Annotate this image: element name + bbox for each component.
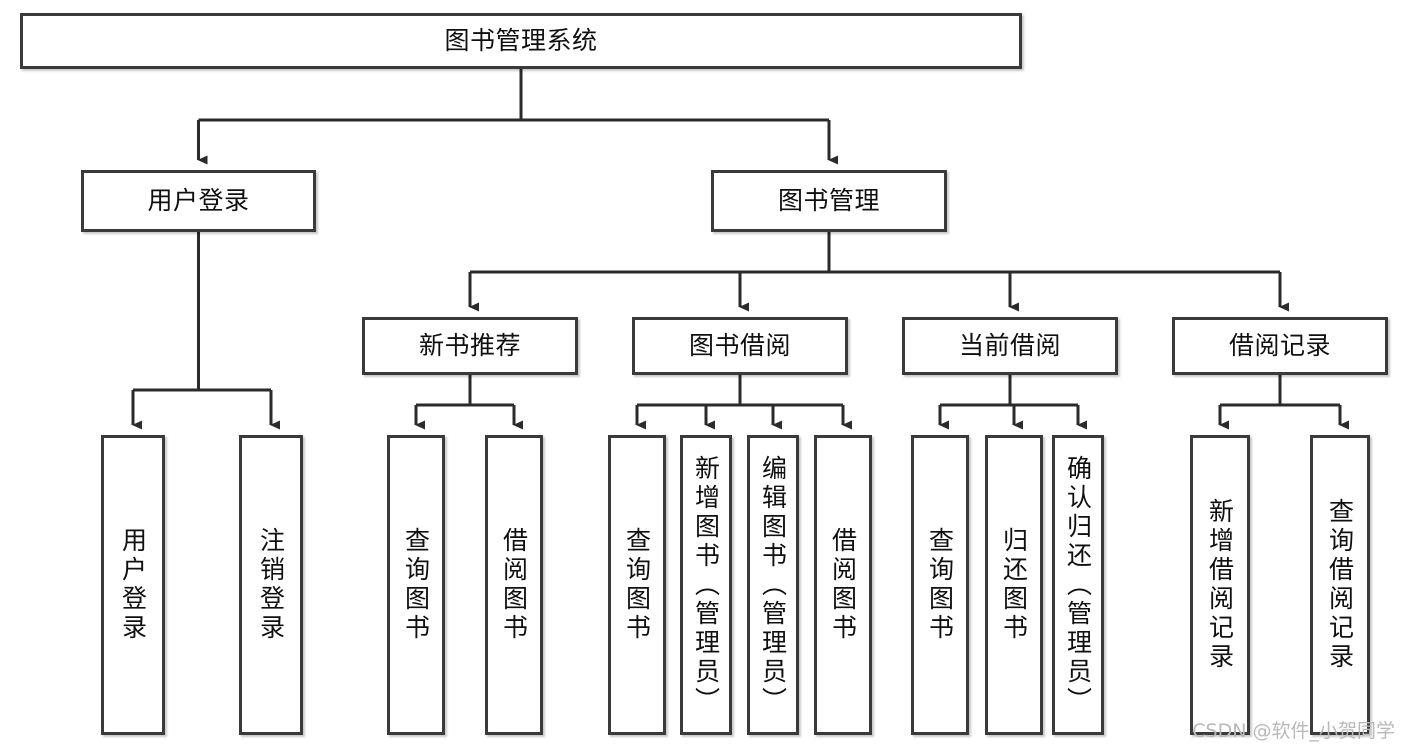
- node-l2-用户登录[interactable]: 用户登录: [81, 170, 316, 232]
- node-l2-图书管理[interactable]: 图书管理: [711, 170, 947, 232]
- node-l2-label: 图书管理: [777, 186, 880, 215]
- node-leaf-label: 查询图书: [925, 527, 955, 643]
- node-leaf-label: 确认归还（管理员）: [1063, 454, 1093, 716]
- node-l3-label: 图书借阅: [688, 331, 791, 360]
- node-l3-图书借阅[interactable]: 图书借阅: [632, 317, 848, 375]
- node-leaf-借阅图书[interactable]: 借阅图书: [485, 435, 543, 735]
- node-leaf-label: 借阅图书: [828, 527, 858, 643]
- node-leaf-归还图书[interactable]: 归还图书: [985, 435, 1043, 735]
- node-leaf-label: 用户登录: [118, 527, 148, 643]
- node-leaf-确认归还管理员[interactable]: 确认归还（管理员）: [1052, 435, 1104, 735]
- node-l3-label: 当前借阅: [958, 331, 1061, 360]
- node-leaf-用户登录[interactable]: 用户登录: [101, 435, 165, 735]
- node-leaf-label: 归还图书: [999, 527, 1029, 643]
- node-leaf-注销登录[interactable]: 注销登录: [239, 435, 303, 735]
- node-leaf-查询借阅记录[interactable]: 查询借阅记录: [1310, 435, 1370, 735]
- node-leaf-查询图书[interactable]: 查询图书: [387, 435, 445, 735]
- node-leaf-label: 新增图书（管理员）: [691, 454, 721, 716]
- node-leaf-label: 查询借阅记录: [1325, 498, 1355, 672]
- node-leaf-借阅图书[interactable]: 借阅图书: [814, 435, 872, 735]
- node-leaf-新增图书管理员[interactable]: 新增图书（管理员）: [680, 435, 732, 735]
- node-leaf-编辑图书管理员[interactable]: 编辑图书（管理员）: [747, 435, 799, 735]
- node-l3-新书推荐[interactable]: 新书推荐: [362, 317, 578, 375]
- node-leaf-label: 新增借阅记录: [1205, 498, 1235, 672]
- node-root[interactable]: 图书管理系统: [20, 13, 1022, 69]
- node-leaf-label: 查询图书: [401, 527, 431, 643]
- node-leaf-label: 借阅图书: [499, 527, 529, 643]
- node-leaf-label: 查询图书: [622, 527, 652, 643]
- node-leaf-label: 注销登录: [256, 527, 286, 643]
- node-l3-label: 新书推荐: [418, 331, 521, 360]
- node-l3-当前借阅[interactable]: 当前借阅: [902, 317, 1118, 375]
- watermark: CSDN @软件_小贺同学: [1192, 720, 1395, 742]
- node-leaf-label: 编辑图书（管理员）: [758, 454, 788, 716]
- node-l2-label: 用户登录: [147, 186, 250, 215]
- node-leaf-查询图书[interactable]: 查询图书: [608, 435, 666, 735]
- node-leaf-查询图书[interactable]: 查询图书: [911, 435, 969, 735]
- node-root-label: 图书管理系统: [444, 26, 598, 55]
- node-leaf-新增借阅记录[interactable]: 新增借阅记录: [1190, 435, 1250, 735]
- node-l3-借阅记录[interactable]: 借阅记录: [1172, 317, 1388, 375]
- node-l3-label: 借阅记录: [1228, 331, 1331, 360]
